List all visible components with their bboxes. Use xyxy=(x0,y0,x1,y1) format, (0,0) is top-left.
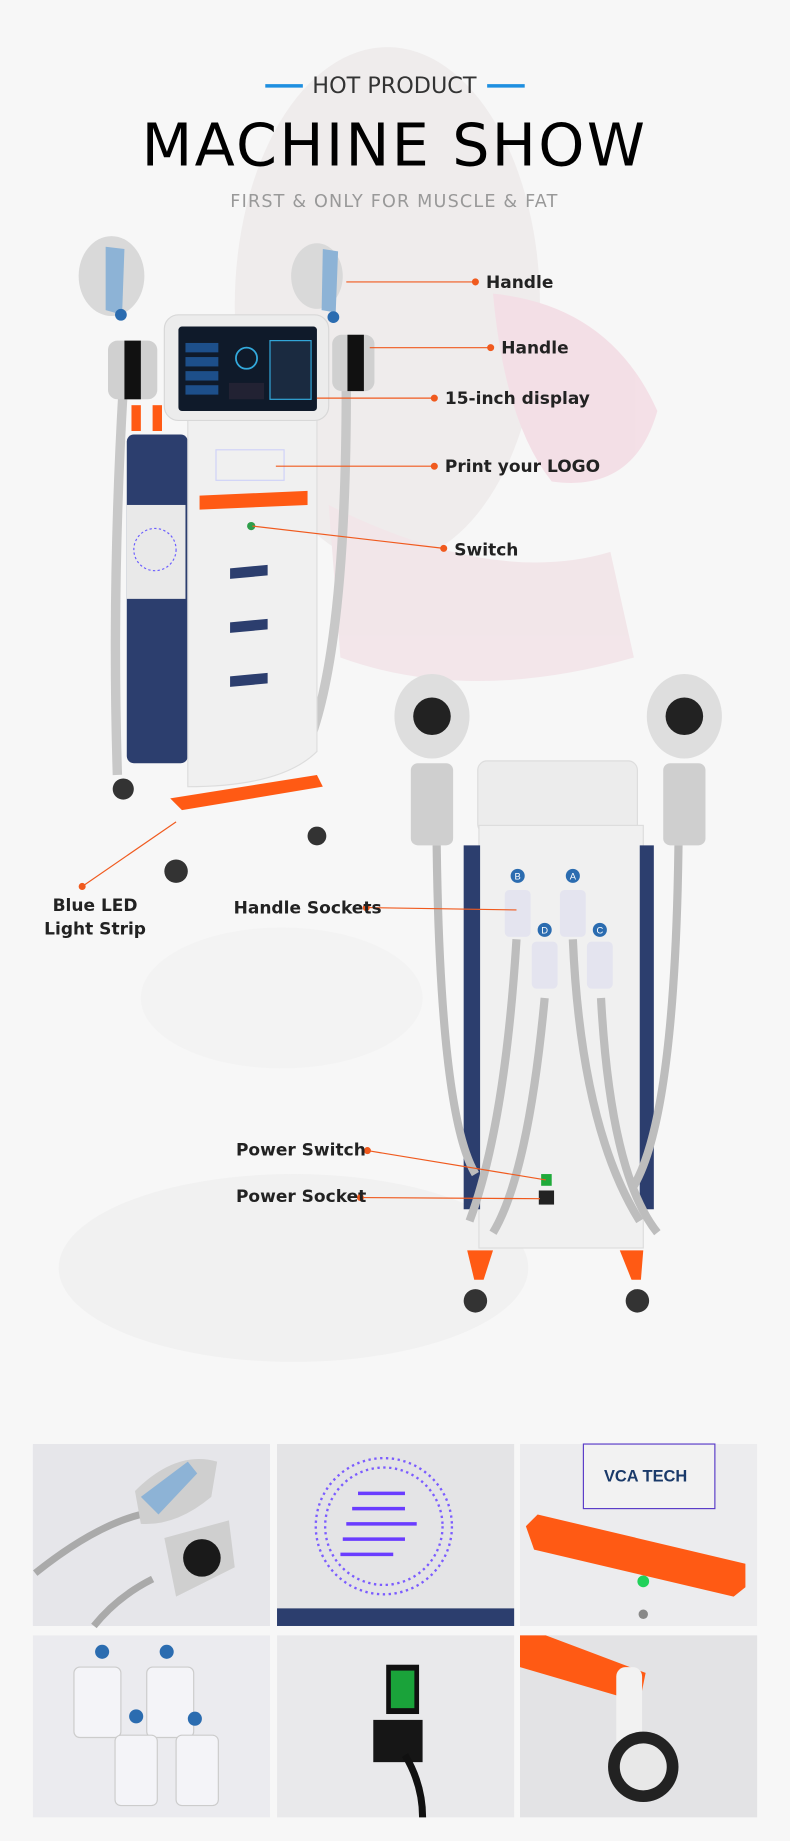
detail-photo-grid: VCA TECH xyxy=(32,1443,758,1818)
photo-handles xyxy=(32,1444,270,1629)
page-title: MACHINE SHOW xyxy=(142,112,648,180)
header: HOT PRODUCT MACHINE SHOW FIRST & ONLY FO… xyxy=(142,73,648,212)
photo-power xyxy=(277,1635,515,1818)
logo-area xyxy=(215,449,285,481)
letter-c: C xyxy=(596,924,603,935)
socket-d xyxy=(531,941,558,989)
switch xyxy=(247,521,256,531)
socket-a xyxy=(559,889,586,937)
callout-handle-2: Handle xyxy=(501,339,568,359)
callout-switch: Switch xyxy=(454,540,518,560)
subtitle: FIRST & ONLY FOR MUSCLE & FAT xyxy=(230,192,558,212)
callout-display: 15-inch display xyxy=(445,389,590,409)
photo-led-logo xyxy=(277,1444,515,1626)
front-machine xyxy=(78,236,375,883)
callout-handle-1: Handle xyxy=(486,273,553,293)
callout-led-1: Blue LED xyxy=(53,896,138,916)
socket-c xyxy=(586,941,613,989)
letter-b: B xyxy=(515,870,521,881)
letter-d: D xyxy=(541,924,548,935)
letter-a: A xyxy=(570,870,577,881)
push-handle xyxy=(199,490,308,510)
callout-logo: Print your LOGO xyxy=(445,457,600,477)
callout-led-2: Light Strip xyxy=(44,920,146,940)
callout-power-socket: Power Socket xyxy=(236,1187,366,1207)
socket-b xyxy=(504,889,531,937)
power-switch xyxy=(541,1174,552,1186)
callout-labels: Handle Handle 15-inch display Print your… xyxy=(44,273,600,1207)
photo-caster xyxy=(520,1635,758,1818)
kicker: HOT PRODUCT xyxy=(312,73,477,99)
callout-handle-sockets: Handle Sockets xyxy=(234,898,382,918)
callout-power-switch: Power Switch xyxy=(236,1140,366,1160)
callouts xyxy=(78,278,546,1202)
photo-handle-sockets xyxy=(32,1635,270,1818)
back-machine: B A D C xyxy=(394,673,722,1313)
brand-mark: VCA TECH xyxy=(604,1468,687,1486)
power-socket xyxy=(538,1190,555,1205)
photo-handle-bar: VCA TECH xyxy=(520,1443,758,1626)
